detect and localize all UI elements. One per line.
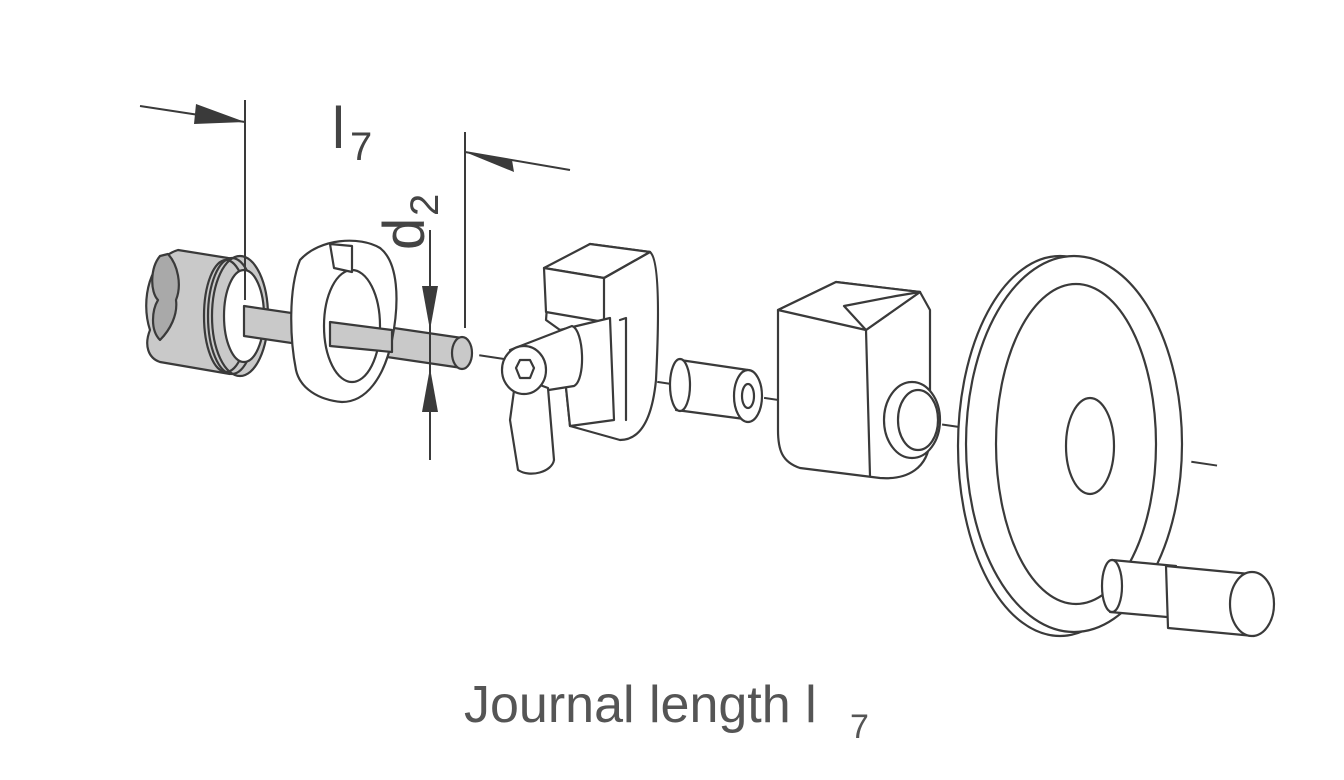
caption-text: Journal length l [464, 676, 817, 734]
dim-l7-subscript: 7 [350, 125, 372, 169]
clamp-ring [290, 239, 398, 404]
dim-d2-subscript: 2 [403, 194, 447, 216]
dimension-d2: d 2 [372, 194, 447, 460]
dimension-l7: l 7 [139, 96, 571, 328]
caption-subscript: 7 [850, 708, 869, 746]
arrow-head-up [422, 368, 438, 412]
arrow-head-down [422, 286, 438, 330]
bushing [668, 357, 764, 424]
handwheel-grip [1100, 558, 1276, 638]
figure-caption: Journal length l 7 [464, 676, 869, 746]
handwheel [956, 254, 1184, 638]
dim-l7-symbol: l [332, 96, 345, 161]
clamping-lever [500, 324, 584, 475]
indicator-housing [542, 242, 660, 442]
arrow-head-left [194, 104, 245, 124]
dim-d2-symbol: d [372, 218, 437, 250]
arrow-head-right [465, 152, 514, 172]
digital-indicator [776, 280, 942, 480]
